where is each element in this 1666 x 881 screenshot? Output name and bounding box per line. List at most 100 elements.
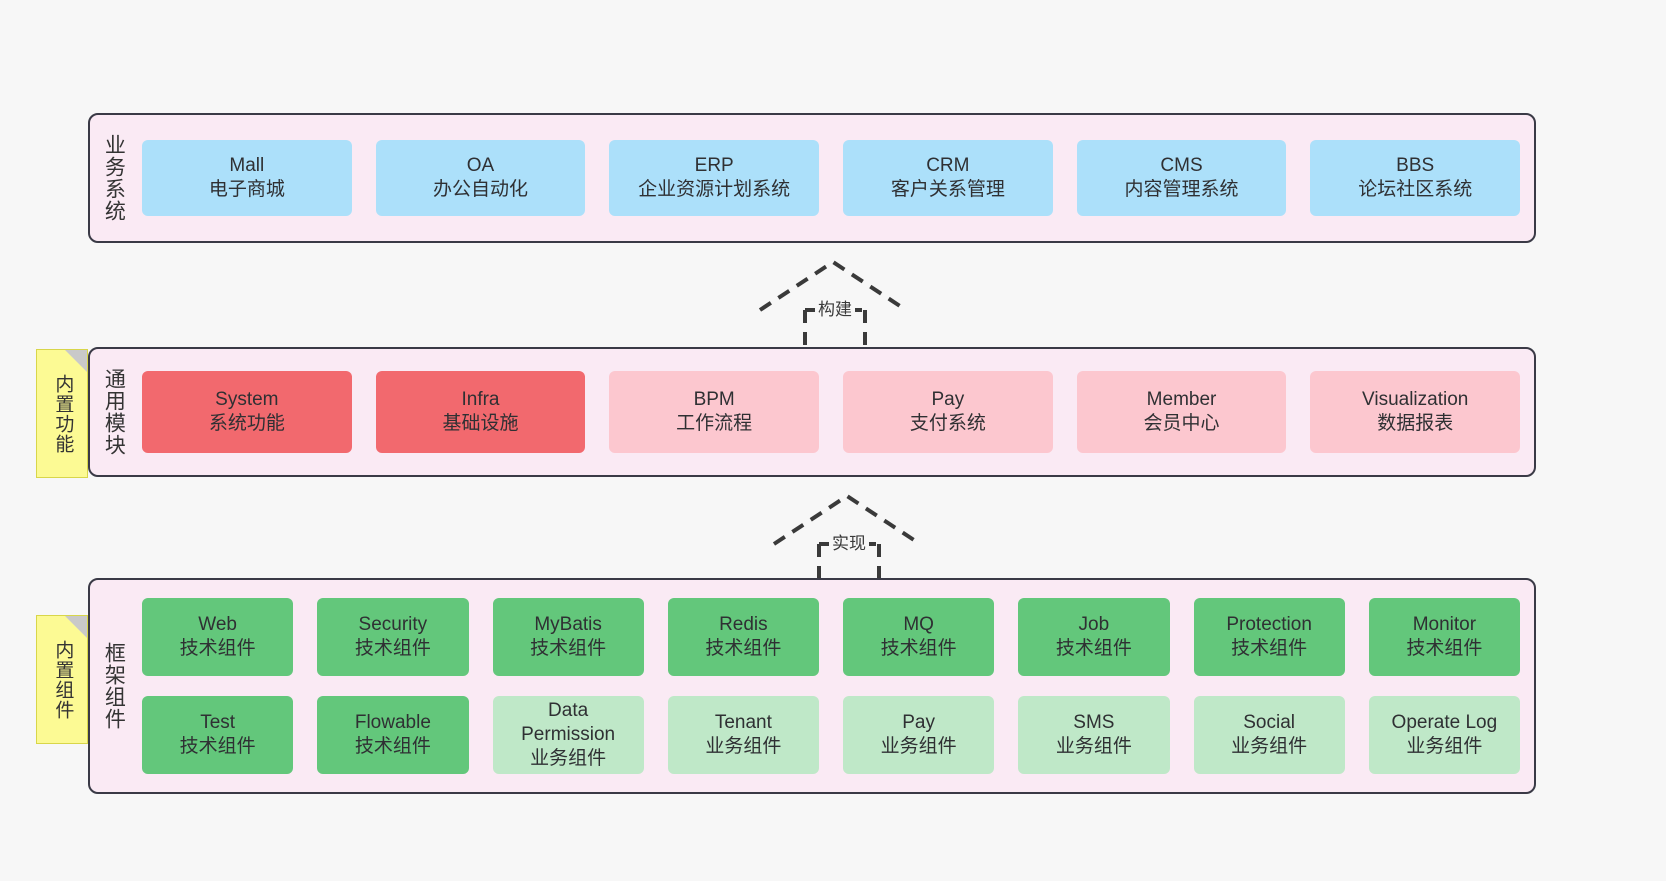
node-subtitle: 办公自动化 xyxy=(433,179,529,200)
node-operate-log[interactable]: Operate Log 业务组件 xyxy=(1368,696,1520,774)
node-title: Operate Log xyxy=(1391,711,1498,733)
layer-body-business-system: Mall 电子商城 OA 办公自动化 ERP 企业资源计划系统 CRM 客户关系… xyxy=(136,115,1534,241)
node-security[interactable]: Security 技术组件 xyxy=(317,598,469,676)
node-visualization[interactable]: Visualization 数据报表 xyxy=(1310,371,1521,453)
framework-row-1: Web 技术组件 Security 技术组件 MyBatis 技术组件 Redi… xyxy=(142,598,1520,676)
node-title: Infra xyxy=(461,388,500,410)
node-redis[interactable]: Redis 技术组件 xyxy=(667,598,819,676)
node-title: Member xyxy=(1146,388,1217,410)
node-subtitle: 技术组件 xyxy=(179,638,256,659)
node-pay-component[interactable]: Pay 业务组件 xyxy=(843,696,995,774)
sticky-note-builtin-components: 内置组件 xyxy=(36,615,88,744)
node-system[interactable]: System 系统功能 xyxy=(142,371,352,453)
node-subtitle: 系统功能 xyxy=(208,413,285,434)
node-title: CRM xyxy=(926,154,970,176)
node-title: Security xyxy=(358,613,428,635)
node-title: SMS xyxy=(1073,711,1115,733)
node-bbs[interactable]: BBS 论坛社区系统 xyxy=(1310,140,1521,216)
node-mall[interactable]: Mall 电子商城 xyxy=(142,140,352,216)
node-title: CMS xyxy=(1160,154,1203,176)
node-subtitle: 技术组件 xyxy=(880,638,957,659)
node-subtitle: 业务组件 xyxy=(880,736,957,757)
node-test[interactable]: Test 技术组件 xyxy=(142,696,294,774)
connector-build-label: 构建 xyxy=(815,294,855,321)
node-title: MQ xyxy=(903,613,934,635)
node-title: Tenant xyxy=(714,711,772,733)
node-infra[interactable]: Infra 基础设施 xyxy=(375,371,586,453)
node-mybatis[interactable]: MyBatis 技术组件 xyxy=(492,598,644,676)
node-subtitle: 业务组件 xyxy=(1231,736,1308,757)
layer-common-modules: 通用模块 System 系统功能 Infra 基础设施 BPM 工作流程 Pay… xyxy=(88,347,1536,477)
node-subtitle: 技术组件 xyxy=(1055,638,1132,659)
folded-corner-icon xyxy=(65,616,87,638)
layer-framework-components: 框架组件 Web 技术组件 Security 技术组件 MyBatis 技术组件… xyxy=(88,578,1536,794)
folded-corner-icon xyxy=(65,350,87,372)
node-subtitle: 技术组件 xyxy=(705,638,782,659)
node-title: OA xyxy=(466,154,495,176)
framework-row-2: Test 技术组件 Flowable 技术组件 Data Permission … xyxy=(142,696,1520,774)
node-subtitle: 业务组件 xyxy=(1406,736,1483,757)
node-title: Social xyxy=(1243,711,1295,733)
node-subtitle: 技术组件 xyxy=(179,736,256,757)
node-sms[interactable]: SMS 业务组件 xyxy=(1018,696,1170,774)
node-title: Redis xyxy=(719,613,768,635)
node-subtitle: 业务组件 xyxy=(705,736,782,757)
node-subtitle: 论坛社区系统 xyxy=(1358,179,1473,200)
node-data-permission[interactable]: Data Permission 业务组件 xyxy=(492,696,644,774)
node-subtitle: 技术组件 xyxy=(1231,638,1308,659)
node-title: Web xyxy=(198,613,237,635)
layer-business-system: 业务系统 Mall 电子商城 OA 办公自动化 ERP 企业资源计划系统 CRM… xyxy=(88,113,1536,243)
node-subtitle: 业务组件 xyxy=(1055,736,1132,757)
layer-body-common-modules: System 系统功能 Infra 基础设施 BPM 工作流程 Pay 支付系统… xyxy=(136,349,1534,475)
node-job[interactable]: Job 技术组件 xyxy=(1018,598,1170,676)
node-cms[interactable]: CMS 内容管理系统 xyxy=(1076,140,1287,216)
node-title: Monitor xyxy=(1412,613,1477,635)
node-subtitle: 支付系统 xyxy=(909,413,986,434)
node-title: Protection xyxy=(1226,613,1312,635)
node-tenant[interactable]: Tenant 业务组件 xyxy=(667,696,819,774)
node-title: Mall xyxy=(229,154,265,176)
node-crm[interactable]: CRM 客户关系管理 xyxy=(843,140,1053,216)
node-social[interactable]: Social 业务组件 xyxy=(1193,696,1345,774)
node-mq[interactable]: MQ 技术组件 xyxy=(843,598,995,676)
layer-title-business-system: 业务系统 xyxy=(102,134,126,222)
sticky-note-builtin-features: 内置功能 xyxy=(36,349,88,478)
node-subtitle: 电子商城 xyxy=(208,179,285,200)
layer-title-common-modules: 通用模块 xyxy=(102,368,126,456)
node-subtitle: 技术组件 xyxy=(1406,638,1483,659)
node-erp[interactable]: ERP 企业资源计划系统 xyxy=(609,140,820,216)
node-subtitle: 技术组件 xyxy=(530,638,607,659)
node-pay-module[interactable]: Pay 支付系统 xyxy=(843,371,1053,453)
node-web[interactable]: Web 技术组件 xyxy=(142,598,294,676)
node-title: BPM xyxy=(693,388,735,410)
layer-body-framework-components: Web 技术组件 Security 技术组件 MyBatis 技术组件 Redi… xyxy=(136,580,1534,792)
node-title: Pay xyxy=(931,388,965,410)
node-subtitle: 客户关系管理 xyxy=(890,179,1005,200)
node-monitor[interactable]: Monitor 技术组件 xyxy=(1368,598,1520,676)
node-subtitle: 数据报表 xyxy=(1377,413,1454,434)
node-title: ERP xyxy=(694,154,734,176)
module-row: System 系统功能 Infra 基础设施 BPM 工作流程 Pay 支付系统… xyxy=(142,371,1521,453)
node-title: Test xyxy=(200,711,236,733)
node-bpm[interactable]: BPM 工作流程 xyxy=(609,371,820,453)
node-subtitle: 内容管理系统 xyxy=(1124,179,1239,200)
node-title: Data Permission xyxy=(521,699,616,745)
node-oa[interactable]: OA 办公自动化 xyxy=(375,140,586,216)
node-member[interactable]: Member 会员中心 xyxy=(1076,371,1287,453)
node-title: Flowable xyxy=(354,711,431,733)
node-title: MyBatis xyxy=(534,613,602,635)
node-title: BBS xyxy=(1396,154,1435,176)
node-subtitle: 工作流程 xyxy=(676,413,753,434)
sticky-note-label: 内置组件 xyxy=(52,639,74,720)
node-subtitle: 企业资源计划系统 xyxy=(638,179,791,200)
node-title: System xyxy=(215,388,279,410)
node-flowable[interactable]: Flowable 技术组件 xyxy=(317,696,469,774)
node-title: Pay xyxy=(902,711,935,733)
node-protection[interactable]: Protection 技术组件 xyxy=(1193,598,1345,676)
connector-implement-label: 实现 xyxy=(829,528,869,555)
node-subtitle: 会员中心 xyxy=(1143,413,1220,434)
node-subtitle: 技术组件 xyxy=(354,638,431,659)
node-subtitle: 技术组件 xyxy=(354,736,431,757)
layer-title-framework-components: 框架组件 xyxy=(102,642,126,730)
